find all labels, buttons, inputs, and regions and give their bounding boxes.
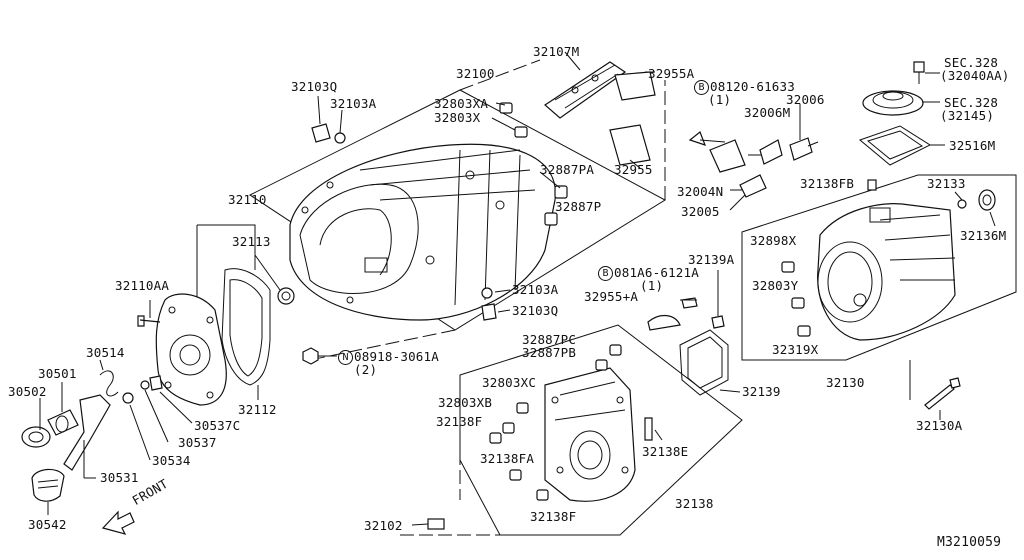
label-32138F-b: 32138F — [530, 509, 577, 524]
bearing-sleeve-30501 — [47, 409, 79, 436]
rear-extension-32130 — [817, 203, 956, 341]
label-32107M: 32107M — [533, 44, 580, 59]
label-32138FB: 32138FB — [800, 176, 855, 191]
label-32136M: 32136M — [960, 228, 1007, 243]
nut-marker: N — [338, 350, 353, 365]
part-32107M — [544, 61, 627, 119]
adapter-plate-32138 — [544, 367, 636, 502]
label-32887PC: 32887PC — [522, 332, 577, 347]
label-32138E: 32138E — [642, 444, 689, 459]
diagram-id: M3210059 — [937, 535, 1002, 550]
label-32103A-mid: 32103A — [512, 282, 559, 297]
mount-sec328 — [862, 90, 924, 116]
label-32130A: 32130A — [916, 418, 963, 433]
label-30531: 30531 — [100, 470, 139, 485]
label-08120: 08120-61633 — [710, 79, 795, 94]
label-32138FA: 32138FA — [480, 451, 535, 466]
label-32103Q-top: 32103Q — [291, 79, 338, 94]
bolt-marker: B — [694, 80, 709, 95]
label-30537: 30537 — [178, 435, 217, 450]
rear-extension-region — [741, 174, 1017, 361]
label-32955: 32955 — [614, 162, 653, 177]
label-32955-A: 32955+A — [584, 289, 639, 304]
label-32138: 32138 — [675, 496, 714, 511]
label-081A6-qty: (1) — [640, 278, 664, 293]
label-32100: 32100 — [456, 66, 495, 81]
gasket-32516M — [859, 125, 932, 166]
label-32110AA: 32110AA — [115, 278, 170, 293]
label-sec328-bot: SEC.328 — [944, 95, 999, 110]
label-32139A: 32139A — [688, 252, 735, 267]
switch-32006 — [789, 137, 819, 161]
spring-clip-30514 — [99, 370, 119, 397]
label-32102: 32102 — [364, 518, 403, 533]
gasket-32112 — [221, 268, 271, 386]
label-32112: 32112 — [238, 402, 277, 417]
dust-boot-30542 — [31, 468, 65, 502]
label-sec328-top: SEC.328 — [944, 55, 999, 70]
label-32133: 32133 — [927, 176, 966, 191]
label-30514: 30514 — [86, 345, 125, 360]
bolt-marker-2: B — [598, 266, 613, 281]
withdrawal-lever-30531 — [63, 394, 111, 471]
label-30502: 30502 — [8, 384, 47, 399]
label-30534: 30534 — [152, 453, 191, 468]
label-32139: 32139 — [742, 384, 781, 399]
label-30501: 30501 — [38, 366, 77, 381]
label-32103A-top: 32103A — [330, 96, 377, 111]
label-32130: 32130 — [826, 375, 865, 390]
label-08918: 08918-3061A — [354, 349, 439, 364]
front-cover-32110 — [155, 293, 227, 406]
label-32319X: 32319X — [772, 342, 819, 357]
label-32803Y: 32803Y — [752, 278, 799, 293]
label-30537C: 30537C — [194, 418, 241, 433]
label-081A6: 081A6-6121A — [614, 265, 699, 280]
sensor-32006M — [748, 139, 783, 165]
magnet-32102 — [427, 518, 445, 530]
label-32887PB: 32887PB — [522, 345, 577, 360]
label-32005: 32005 — [681, 204, 720, 219]
label-32006: 32006 — [786, 92, 825, 107]
label-08120-qty: (1) — [708, 92, 732, 107]
label-32803XB: 32803XB — [438, 395, 493, 410]
label-32803XA: 32803XA — [434, 96, 489, 111]
label-32113: 32113 — [232, 234, 271, 249]
label-32803X: 32803X — [434, 110, 481, 125]
label-30542: 30542 — [28, 517, 67, 532]
label-32898X: 32898X — [750, 233, 797, 248]
label-08918-qty: (2) — [354, 362, 378, 377]
label-sec328-bot-sub: (32145) — [940, 108, 995, 123]
label-32887PA: 32887PA — [540, 162, 595, 177]
switch-32005 — [730, 174, 767, 198]
release-bearing-30502 — [21, 426, 51, 448]
label-32516M: 32516M — [949, 138, 996, 153]
transmission-case — [289, 143, 556, 321]
label-32006M: 32006M — [744, 105, 791, 120]
gasket-32139 — [679, 329, 729, 396]
label-32138F-a: 32138F — [436, 414, 483, 429]
label-32103Q-mid: 32103Q — [512, 303, 559, 318]
label-32004N: 32004N — [677, 184, 724, 199]
label-32887P: 32887P — [555, 199, 602, 214]
label-32803XC: 32803XC — [482, 375, 537, 390]
bracket-32004N — [709, 139, 746, 173]
label-32955A: 32955A — [648, 66, 695, 81]
front-arrow — [101, 510, 135, 535]
label-sec328-top-sub: (32040AA) — [940, 68, 1010, 83]
label-32110: 32110 — [228, 192, 267, 207]
